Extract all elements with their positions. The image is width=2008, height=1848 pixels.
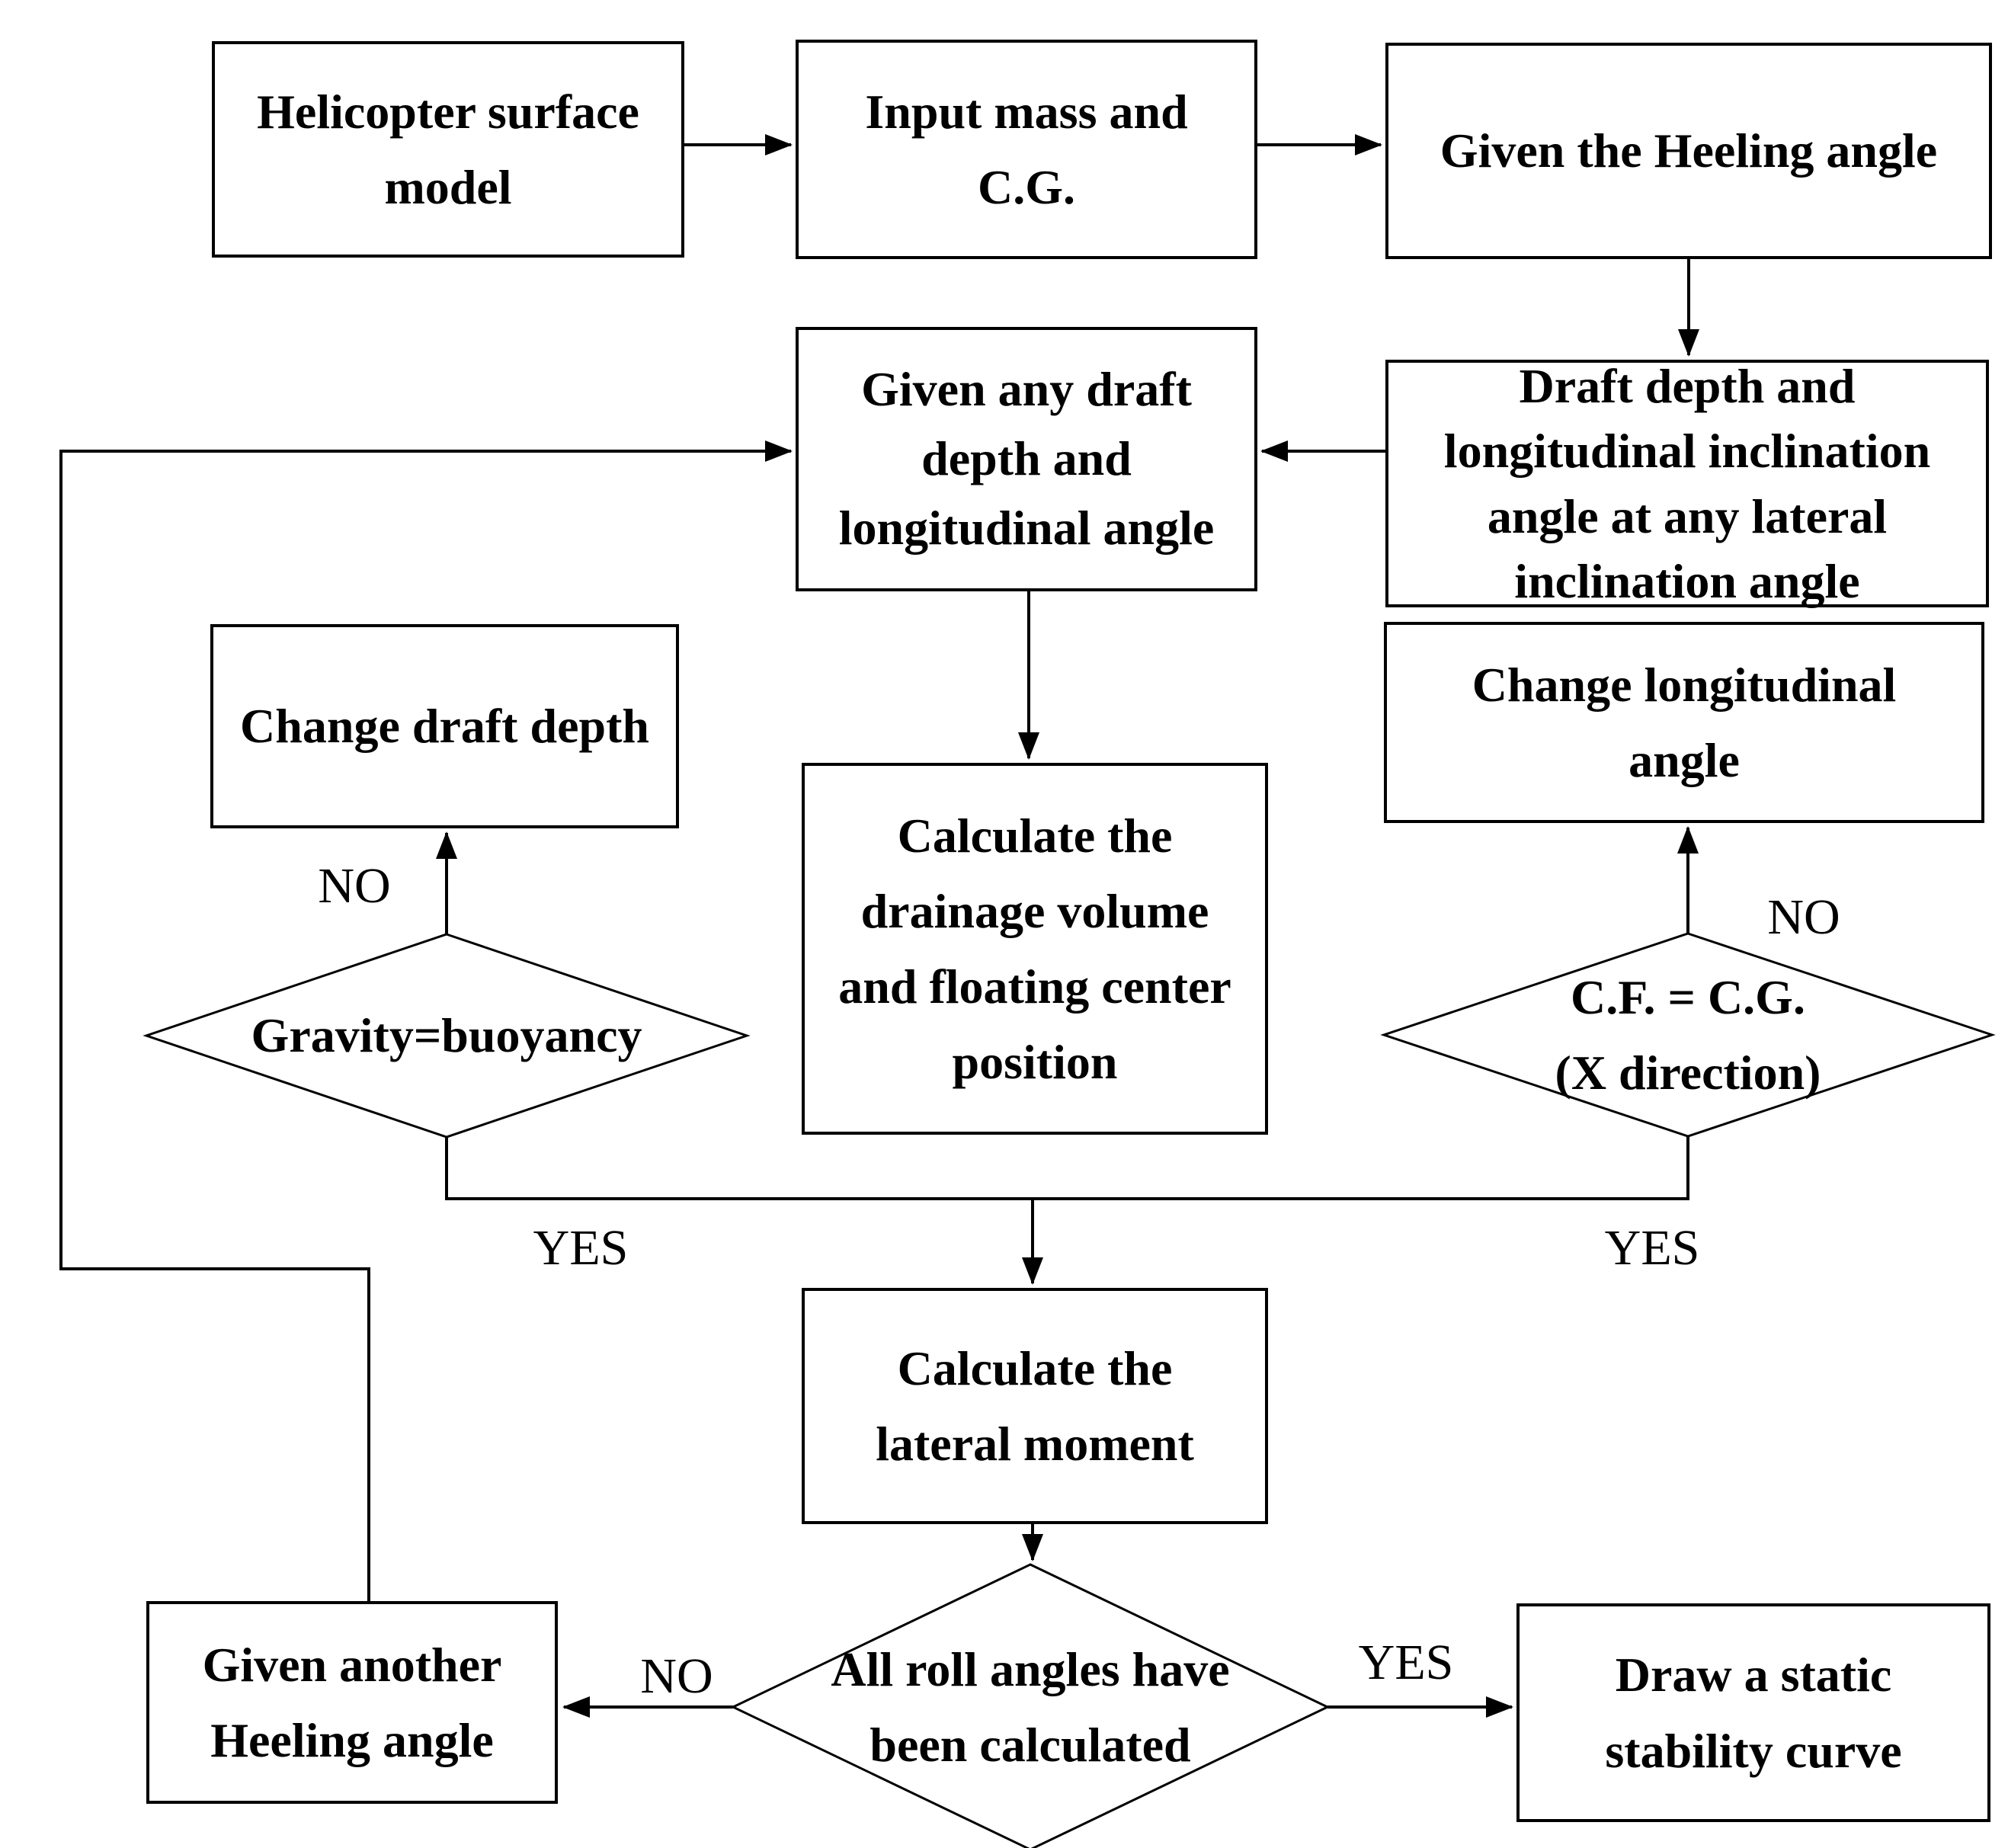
- node-line: angle: [1628, 733, 1740, 787]
- diamond-all-roll-angles: [730, 1563, 1331, 1848]
- node-line: Calculate the: [897, 1340, 1173, 1395]
- node-calc-drainage-volume: Calculate the drainage volume and floati…: [802, 763, 1268, 1135]
- node-cf-equals-cg-label: C.F. = C.G. (X direction): [1459, 951, 1917, 1119]
- label-gravity-yes: YES: [533, 1220, 629, 1276]
- label-cfcg-yes: YES: [1604, 1220, 1700, 1276]
- node-line: C.G.: [978, 160, 1075, 214]
- node-line: Draw a static: [1615, 1648, 1892, 1702]
- node-input-mass-cg: Input mass and C.G.: [796, 40, 1257, 259]
- node-line: position: [952, 1035, 1118, 1090]
- diamond-gravity-buoyancy: [143, 933, 751, 1139]
- node-line: longitudinal angle: [838, 500, 1215, 555]
- node-line: angle at any lateral: [1487, 488, 1888, 543]
- node-line: and floating center: [838, 959, 1231, 1014]
- label-allroll-yes: YES: [1358, 1635, 1454, 1690]
- edge-cfcg-yes-to-junction: [1033, 1136, 1689, 1200]
- edge-feedback-another-to-givenany: [59, 440, 793, 1601]
- node-line: Gravity=buoyancy: [251, 1008, 642, 1063]
- node-line: Calculate the: [897, 808, 1173, 863]
- node-line: model: [384, 160, 512, 214]
- node-calc-lateral-moment: Calculate the lateral moment: [802, 1288, 1268, 1524]
- node-draw-static-curve: Draw a static stability curve: [1516, 1603, 1990, 1822]
- node-line: Given another: [202, 1637, 502, 1692]
- node-line: Given any draft: [861, 362, 1192, 417]
- label-gravity-no: NO: [318, 858, 391, 914]
- node-given-heeling-angle: Given the Heeling angle: [1385, 43, 1992, 259]
- node-line: Helicopter surface: [257, 84, 639, 139]
- node-draft-depth-longitudinal: Draft depth and longitudinal inclination…: [1385, 359, 1989, 608]
- node-all-roll-angles-label: All roll angles have been calculated: [783, 1622, 1278, 1792]
- node-line: Change longitudinal: [1472, 657, 1897, 712]
- node-line: Input mass and: [865, 84, 1188, 139]
- node-line: All roll angles have: [831, 1641, 1230, 1696]
- node-line: (X direction): [1555, 1046, 1821, 1100]
- node-line: stability curve: [1605, 1723, 1902, 1778]
- node-line: longitudinal inclination: [1443, 424, 1931, 479]
- label-cfcg-no: NO: [1767, 889, 1840, 945]
- node-gravity-buoyancy-label: Gravity=buoyancy: [180, 998, 713, 1074]
- diamond-cf-equals-cg: [1380, 932, 1996, 1138]
- node-line: been calculated: [869, 1718, 1191, 1772]
- node-change-draft-depth: Change draft depth: [210, 624, 679, 828]
- node-line: depth and: [921, 431, 1132, 486]
- node-helicopter-surface-model: Helicopter surface model: [212, 41, 684, 258]
- node-line: inclination angle: [1514, 553, 1860, 608]
- node-line: drainage volume: [860, 883, 1209, 938]
- label-allroll-no: NO: [640, 1648, 713, 1704]
- node-line: Draft depth and: [1519, 359, 1856, 414]
- node-line: Change draft depth: [240, 699, 649, 754]
- node-given-any-draft: Given any draft depth and longitudinal a…: [796, 327, 1257, 591]
- node-line: Given the Heeling angle: [1440, 123, 1938, 178]
- node-line: C.F. = C.G.: [1571, 969, 1805, 1024]
- node-given-another-heeling: Given another Heeling angle: [146, 1601, 558, 1804]
- edge-gravity-yes-to-junction: [445, 1137, 1033, 1200]
- node-line: lateral moment: [876, 1417, 1194, 1471]
- node-change-longitudinal-angle: Change longitudinal angle: [1384, 622, 1984, 823]
- node-line: Heeling angle: [210, 1713, 494, 1767]
